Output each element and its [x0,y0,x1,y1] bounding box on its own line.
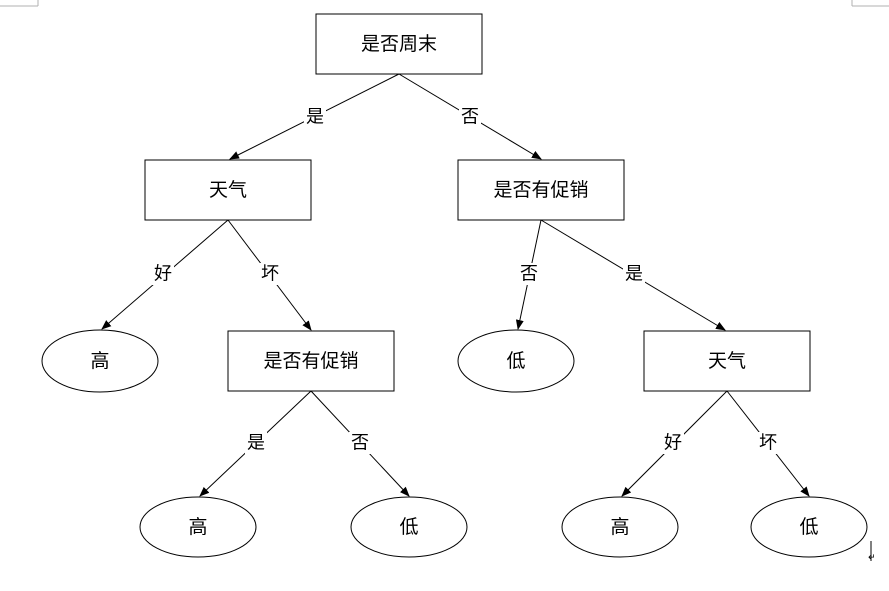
decision-node: 是否周末 [315,13,483,75]
tree-nodes: 是否周末天气是否有促销高是否有促销低天气高低高低 [41,13,868,558]
tree-edge: 否 [398,73,542,160]
tree-edge: 是 [199,390,312,497]
edge-label-background [459,106,481,128]
tree-edge: 好 [101,219,229,330]
decision-node: 是否有促销 [227,330,395,392]
edge-label-background [662,432,684,454]
edge-label: 坏 [261,264,279,285]
node-label: 是否有促销 [493,179,588,201]
edge-label: 否 [520,264,538,285]
edge-label: 是 [247,433,265,454]
node-label: 天气 [209,179,247,201]
tree-edge: 坏 [726,390,810,497]
edge-label-background [757,432,779,454]
edge-label-background [623,263,645,285]
tree-edge: 是 [540,219,726,331]
leaf-node: 低 [750,496,868,558]
leaf-node-ellipse [139,496,257,558]
node-label: 天气 [708,350,746,372]
decision-node: 是否有促销 [457,159,625,221]
leaf-node-ellipse [41,329,159,393]
decision-node-box [227,330,395,392]
node-label: 低 [799,516,818,538]
tree-edge: 坏 [227,219,312,331]
edge-label: 是 [625,264,643,285]
node-label: 低 [399,516,418,538]
leaf-node: 低 [457,329,575,393]
node-label: 是否有促销 [263,350,358,372]
node-label: 低 [506,350,525,372]
node-label: 高 [610,516,629,538]
node-label: 高 [90,350,109,372]
tree-edges: 是否好坏否是是否好坏 [101,73,810,497]
edge-label: 是 [306,107,324,128]
node-label: 高 [188,516,207,538]
leaf-node: 高 [41,329,159,393]
text-cursor-area: ↵ [868,541,876,563]
edge-label: 否 [351,433,369,454]
edge-label: 好 [664,433,682,454]
leaf-node-ellipse [750,496,868,558]
leaf-node: 高 [139,496,257,558]
leaf-node: 低 [350,496,468,558]
leaf-node-ellipse [561,496,679,558]
edge-label: 坏 [759,433,777,454]
edge-label-background [304,106,326,128]
decision-node: 天气 [643,330,811,392]
decision-node-box [315,13,483,75]
edge-label-background [245,432,267,454]
tree-edge: 好 [621,390,728,497]
leaf-node-ellipse [457,329,575,393]
node-label: 是否周末 [361,33,437,55]
edge-label-background [152,263,174,285]
edge-label: 否 [461,107,479,128]
tree-edge: 是 [229,73,400,160]
edge-label-background [349,432,371,454]
edge-label-background [518,263,540,285]
edge-label: 好 [154,264,172,285]
tree-edge: 否 [310,390,410,497]
decision-node-box [457,159,625,221]
decision-node-box [643,330,811,392]
paragraph-mark-icon: ↵ [868,553,876,563]
leaf-node-ellipse [350,496,468,558]
leaf-node: 高 [561,496,679,558]
edge-label-background [259,263,281,285]
decision-node: 天气 [144,159,312,221]
page-corner-marks [0,0,889,7]
decision-node-box [144,159,312,221]
tree-edge: 否 [515,219,542,330]
